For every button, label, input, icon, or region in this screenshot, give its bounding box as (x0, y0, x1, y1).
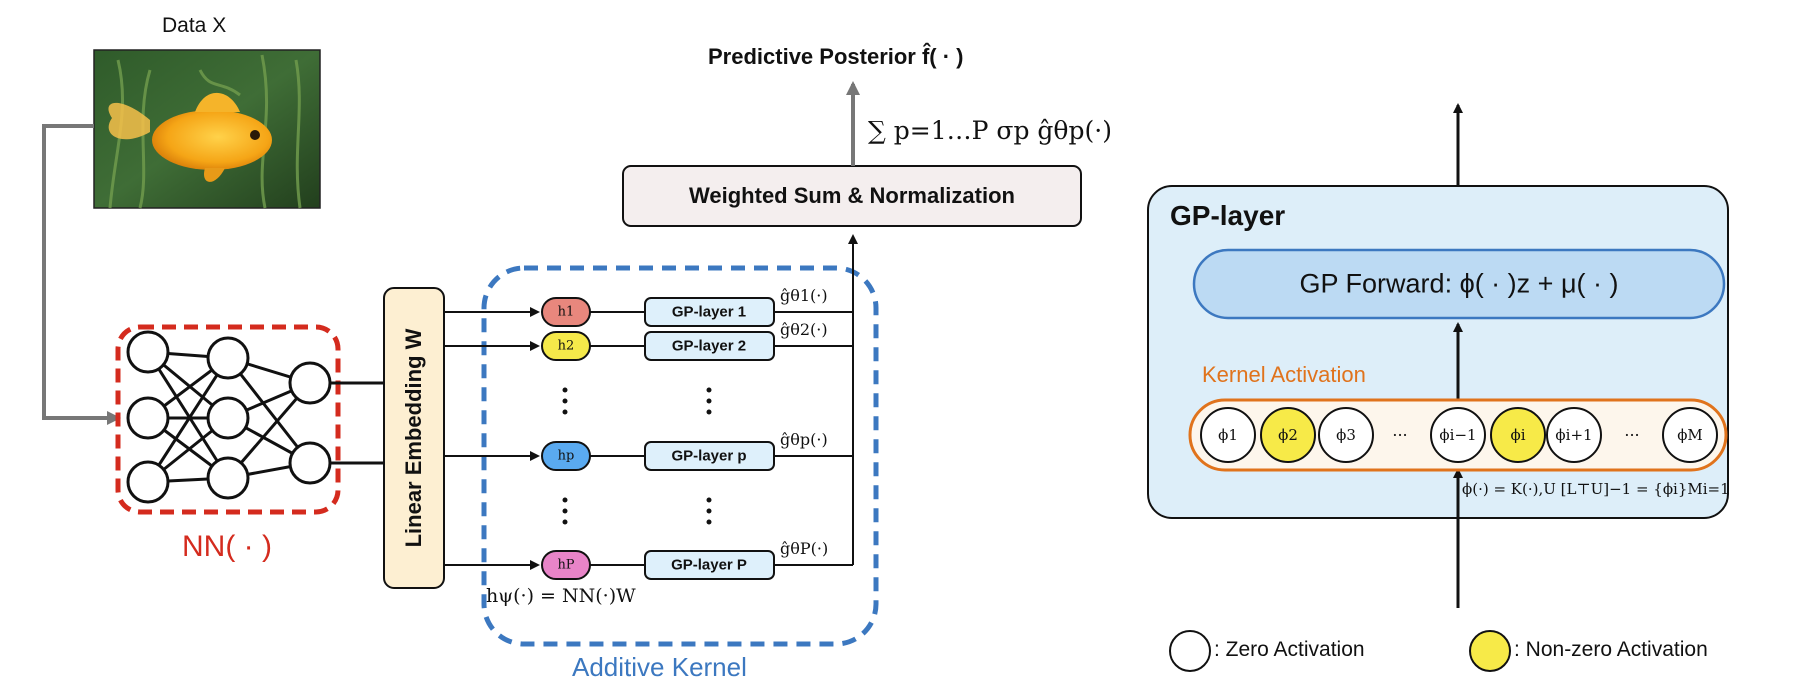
g-output-label: ĝθ1(·) (780, 286, 828, 305)
phi-label: ϕi (1510, 426, 1526, 444)
phi-label: ϕ1 (1218, 426, 1238, 444)
h-pill (541, 331, 591, 361)
predictive-posterior-label: Predictive Posterior f̂( · ) (708, 44, 964, 69)
phi-node (1430, 407, 1486, 463)
zero-activation-legend-label: : Zero Activation (1214, 638, 1365, 661)
gp-layer-label: GP-layer p (671, 447, 747, 465)
ellipsis-dots (562, 387, 712, 525)
data-image (93, 49, 321, 209)
weighted-sum-label: Weighted Sum & Normalization (689, 183, 1015, 208)
g-output-label: ĝθP(·) (780, 539, 829, 558)
h-label: h1 (557, 304, 575, 320)
h-label: h2 (557, 338, 575, 354)
neural-network (126, 330, 332, 504)
data-x-label: Data X (162, 14, 227, 37)
nn-label: NN( · ) (182, 530, 272, 563)
h-formula: hψ(·) = NN(·)W (486, 585, 636, 607)
linear-embedding-label: Linear Embedding W (401, 328, 426, 548)
phi-label: ϕM (1677, 426, 1703, 444)
h-label: hp (557, 448, 575, 464)
phi-active-node (1260, 407, 1316, 463)
gp-layer-box (644, 550, 775, 580)
phi-ellipsis: ··· (1624, 425, 1640, 445)
phi-label: ϕi−1 (1439, 426, 1477, 444)
gp-layer-box (644, 331, 775, 361)
phi-active-node (1490, 407, 1546, 463)
g-output-label: ĝθp(·) (780, 430, 828, 449)
linear-embedding-box (383, 287, 445, 589)
gp-layer-label: GP-layer 2 (671, 337, 747, 355)
phi-activation-circles (1200, 407, 1718, 463)
h-pill (541, 441, 591, 471)
h-pill (541, 550, 591, 580)
phi-node (1318, 407, 1374, 463)
nonzero-activation-legend-icon (1469, 630, 1511, 672)
additive-kernel-label: Additive Kernel (572, 652, 747, 682)
gp-forward-label: GP Forward: ϕ( · )z + μ( · ) (1299, 268, 1619, 299)
gp-layer-label: GP-layer 1 (671, 303, 747, 321)
goldfish-icon (108, 92, 272, 182)
gp-layer-box (644, 297, 775, 327)
phi-label: ϕ2 (1278, 426, 1298, 444)
nonzero-activation-legend-label: : Non-zero Activation (1514, 638, 1708, 661)
nn-box (115, 324, 341, 515)
kernel-activation-label: Kernel Activation (1202, 362, 1366, 387)
h-label: hP (557, 557, 575, 573)
g-output-label: ĝθ2(·) (780, 320, 828, 339)
image-to-nn-arrow (42, 124, 121, 425)
h-pill (541, 297, 591, 327)
gp-panel-title: GP-layer (1170, 200, 1286, 231)
gp-forward-box (1192, 248, 1726, 320)
gp-layer-label: GP-layer P (671, 556, 747, 574)
phi-ellipsis: ··· (1392, 425, 1408, 445)
phi-node (1662, 407, 1718, 463)
zero-activation-legend-icon (1169, 630, 1211, 672)
phi-node (1546, 407, 1602, 463)
phi-formula: ϕ(·) = K(·),U [L⊤U]−1 = {ϕi}Mi=1 (1462, 480, 1730, 498)
phi-node (1200, 407, 1256, 463)
gp-layer-box (644, 441, 775, 471)
phi-label: ϕi+1 (1555, 426, 1593, 444)
phi-label: ϕ3 (1336, 426, 1356, 444)
sum-formula: ∑ p=1…P σp ĝθp(·) (868, 116, 1112, 145)
